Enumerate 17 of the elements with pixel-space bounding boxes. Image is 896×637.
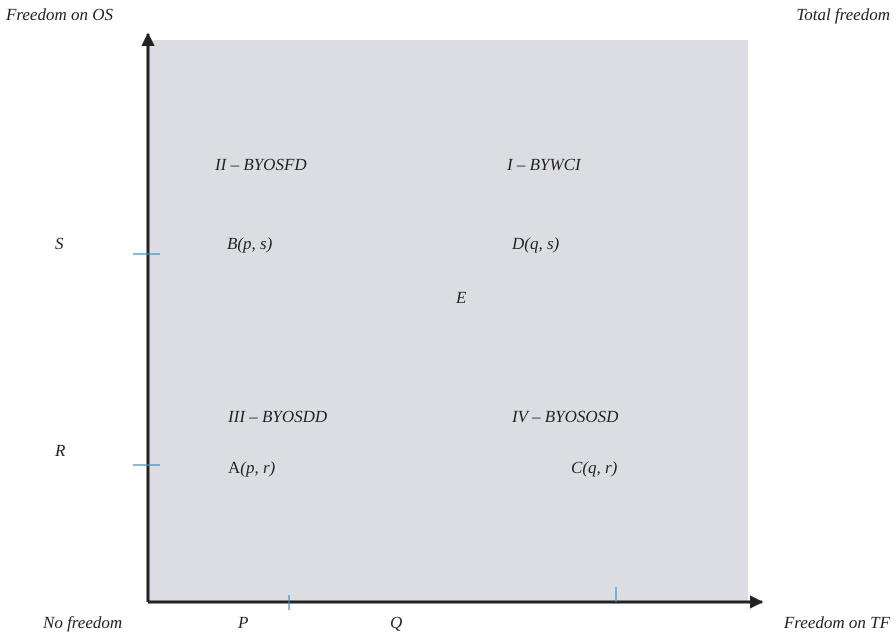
- axis-value-label: R: [55, 441, 66, 461]
- point-label: E: [456, 288, 466, 308]
- corner-label: No freedom: [43, 613, 122, 633]
- point-label: C(q, r): [571, 458, 618, 478]
- point-label: A(p, r): [228, 458, 276, 478]
- quadrant-label: II – BYOSFD: [215, 155, 307, 175]
- axis-value-label: Q: [390, 613, 402, 633]
- axis-value-label: P: [238, 613, 248, 633]
- quadrant-label: III – BYOSDD: [228, 407, 328, 427]
- quadrant-label: I – BYWCI: [507, 155, 581, 175]
- axis-value-label: S: [55, 234, 64, 254]
- corner-label: Total freedom: [796, 5, 890, 25]
- point-label: B(p, s): [227, 234, 272, 254]
- point-label: D(q, s): [512, 234, 560, 254]
- axis-title: Freedom on OS: [6, 5, 114, 25]
- quadrant-label: IV – BYOSOSD: [512, 407, 618, 427]
- axis-title: Freedom on TF: [784, 613, 890, 633]
